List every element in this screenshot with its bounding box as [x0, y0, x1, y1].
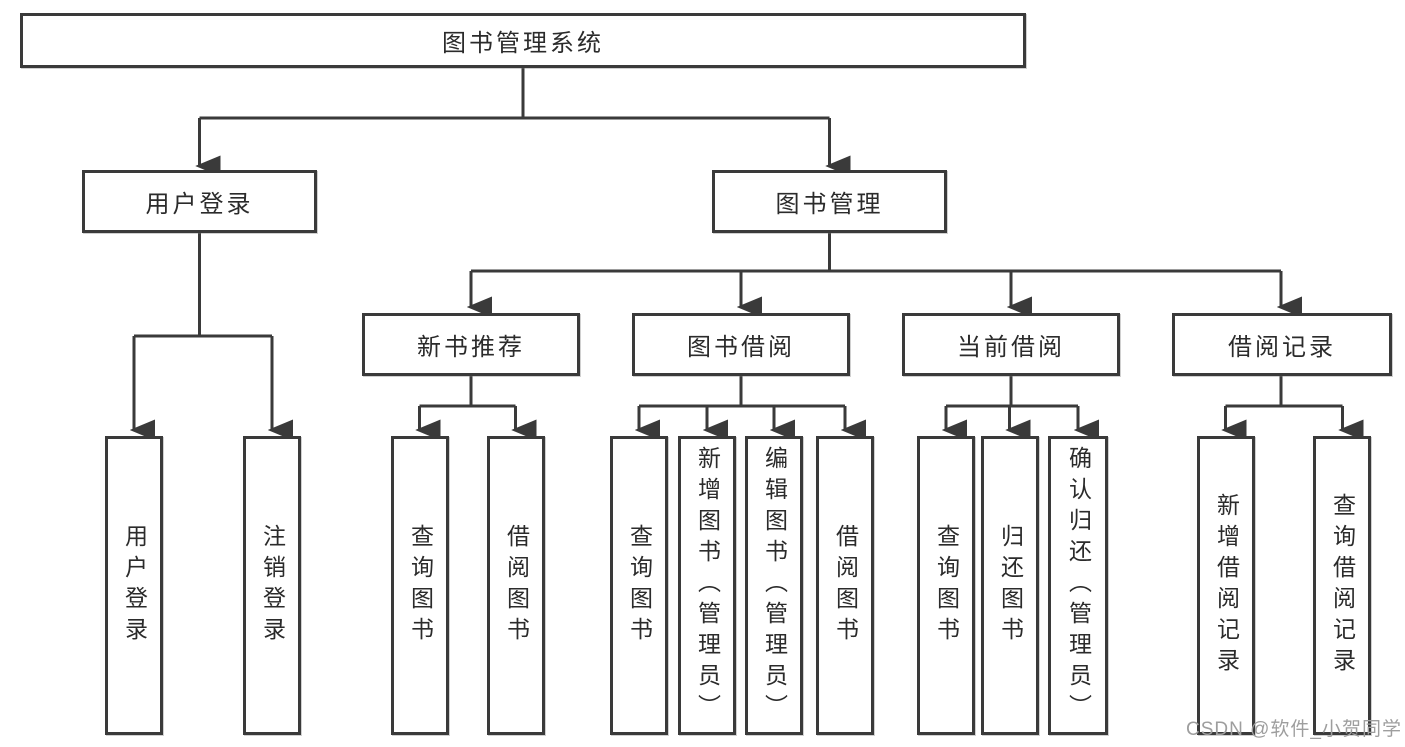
leaf-user-login-label: 用户登录 [121, 523, 148, 648]
node-borrowing-records-label: 借阅记录 [1228, 334, 1336, 361]
leaf-add-books-admin-label: 新增图书（管理员） [694, 446, 721, 725]
leaf-borrow-books-recommend-label: 借阅图书 [503, 523, 530, 648]
leaf-edit-books-admin-label: 编辑图书（管理员） [761, 446, 788, 725]
leaf-user-login: 用户登录 [105, 436, 163, 735]
leaf-query-books-borrowing: 查询图书 [610, 436, 668, 735]
node-book-borrowing: 图书借阅 [632, 313, 850, 376]
leaf-borrow-books-recommend: 借阅图书 [487, 436, 545, 735]
leaf-logout-label: 注销登录 [259, 523, 286, 648]
leaf-query-books-current-label: 查询图书 [933, 523, 960, 648]
leaf-query-books-borrowing-label: 查询图书 [626, 523, 653, 648]
node-borrowing-records: 借阅记录 [1172, 313, 1392, 376]
leaf-query-books-current: 查询图书 [917, 436, 975, 735]
csdn-watermark: CSDN @软件_小贺同学 [1186, 719, 1402, 740]
leaf-borrow-books-label: 借阅图书 [832, 523, 859, 648]
node-current-borrowing: 当前借阅 [902, 313, 1120, 376]
leaf-borrow-books: 借阅图书 [816, 436, 874, 735]
connector-skeleton [134, 68, 1343, 408]
node-book-management: 图书管理 [712, 170, 947, 233]
leaf-query-books-recommend: 查询图书 [391, 436, 449, 735]
leaf-query-borrow-record: 查询借阅记录 [1313, 436, 1371, 735]
leaf-confirm-return-admin-label: 确认归还（管理员） [1065, 446, 1092, 725]
leaf-return-books: 归还图书 [981, 436, 1039, 735]
node-current-borrowing-label: 当前借阅 [957, 334, 1065, 361]
node-book-borrowing-label: 图书借阅 [687, 334, 795, 361]
leaf-query-borrow-record-label: 查询借阅记录 [1329, 492, 1356, 679]
node-new-book-recommendation: 新书推荐 [362, 313, 580, 376]
leaf-confirm-return-admin: 确认归还（管理员） [1048, 436, 1108, 735]
node-user-login-label: 用户登录 [145, 191, 254, 218]
leaf-edit-books-admin: 编辑图书（管理员） [745, 436, 803, 735]
leaf-logout: 注销登录 [243, 436, 301, 735]
leaf-add-borrow-record-label: 新增借阅记录 [1213, 492, 1240, 679]
leaf-add-borrow-record: 新增借阅记录 [1197, 436, 1255, 735]
node-root: 图书管理系统 [20, 13, 1026, 68]
node-user-login: 用户登录 [82, 170, 317, 233]
leaf-add-books-admin: 新增图书（管理员） [678, 436, 736, 735]
node-book-management-label: 图书管理 [775, 191, 884, 218]
node-new-book-recommendation-label: 新书推荐 [417, 334, 525, 361]
node-root-label: 图书管理系统 [442, 30, 604, 57]
leaf-return-books-label: 归还图书 [997, 523, 1024, 648]
leaf-query-books-recommend-label: 查询图书 [407, 523, 434, 648]
